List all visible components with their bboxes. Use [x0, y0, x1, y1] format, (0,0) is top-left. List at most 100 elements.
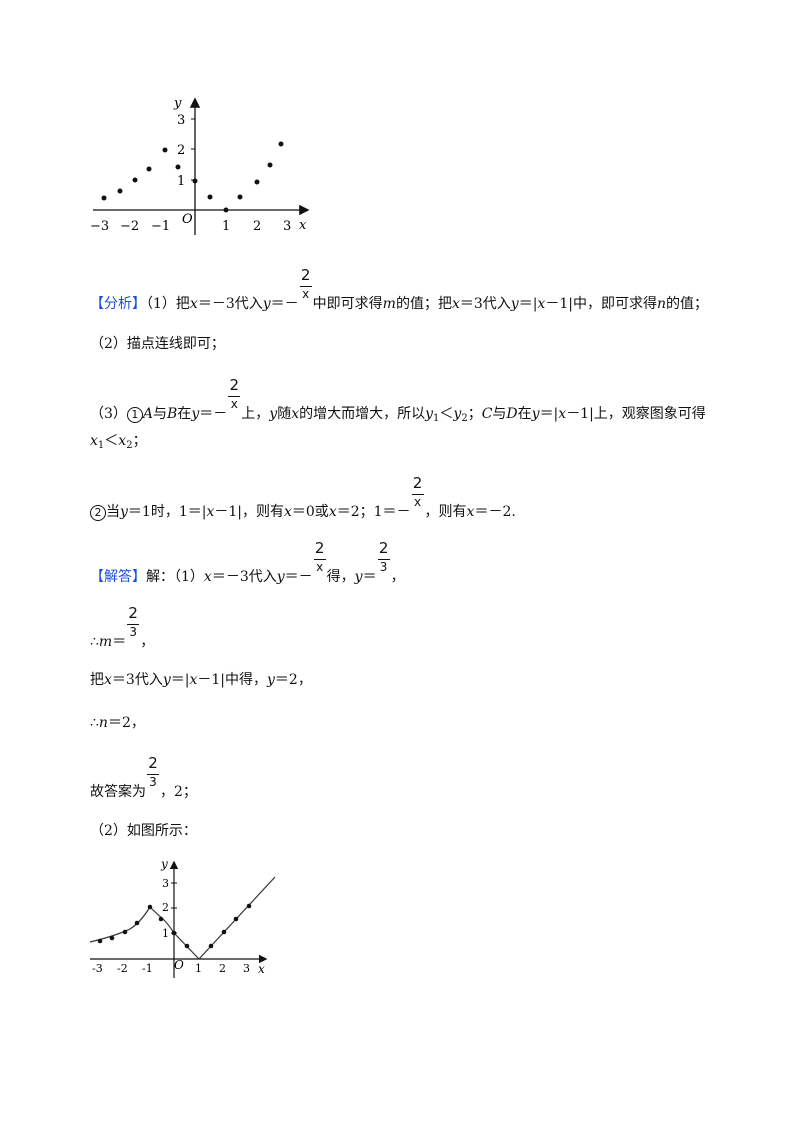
data-point: [223, 207, 229, 213]
var: C: [481, 406, 493, 422]
text: ，: [140, 634, 155, 650]
x-tick: 3: [283, 219, 291, 234]
text: ∴: [90, 634, 99, 650]
data-point: [237, 194, 243, 200]
origin-label: O: [174, 958, 184, 972]
numerator: 2: [148, 754, 158, 772]
var: x: [189, 672, 198, 688]
text: 解：（1）: [146, 569, 204, 585]
var: y: [354, 569, 363, 585]
data-point: [162, 147, 168, 153]
fraction-bar: [299, 286, 312, 287]
var: x: [189, 296, 198, 312]
denominator: x: [230, 397, 238, 411]
var: D: [506, 406, 518, 422]
fraction-bar: [228, 396, 241, 397]
var: x: [451, 296, 460, 312]
data-point: [97, 938, 103, 944]
text: ＝|: [539, 406, 559, 422]
var: x: [291, 406, 300, 422]
x-tick: 1: [222, 219, 230, 234]
text: ；: [132, 433, 147, 449]
x-axis-label: x: [258, 962, 265, 976]
var: y: [425, 406, 434, 422]
data-point: [171, 930, 177, 936]
text: 与: [153, 406, 168, 422]
y-tick: 2: [162, 901, 169, 914]
text: 的值；: [665, 296, 708, 312]
data-point: [246, 903, 252, 909]
data-point: [192, 178, 198, 184]
data-point: [132, 177, 138, 183]
var: A: [142, 406, 154, 422]
text: ＝2，: [274, 672, 312, 688]
y-tick: 2: [177, 143, 185, 158]
graph-connected: x y O -3 -2 -1 1 2 3 1 2 3: [89, 857, 276, 978]
x-tick: -3: [92, 962, 103, 975]
x-tick: −3: [90, 219, 109, 234]
text: ＝1时，1＝|: [127, 504, 207, 520]
data-point: [267, 162, 273, 168]
var: y: [191, 406, 200, 422]
var: x: [328, 504, 337, 520]
var: y: [276, 569, 285, 585]
denominator: x: [316, 560, 324, 574]
data-point: [109, 935, 115, 941]
text: ，则有: [424, 504, 467, 520]
text: ；: [467, 406, 482, 422]
subscript: 1: [433, 413, 440, 424]
var: n: [656, 296, 666, 312]
denominator: x: [413, 495, 422, 509]
analysis-line-2: （2）描点连线即可；: [90, 335, 225, 353]
y-tick: 3: [177, 113, 185, 128]
text: ∴: [90, 715, 99, 731]
denominator: x: [302, 287, 310, 301]
data-point: [175, 164, 181, 170]
var: x: [283, 504, 292, 520]
analysis-line-3b: x1＜x2；: [90, 432, 147, 451]
text: ，2；: [160, 784, 197, 800]
text: 与: [492, 406, 507, 422]
numerator: 2: [229, 376, 240, 394]
fraction-bar: [313, 559, 326, 560]
numerator: 2: [128, 604, 138, 622]
text: （3）: [90, 406, 127, 422]
circled-number: 2: [90, 505, 106, 521]
text: ＝－3代入: [197, 296, 263, 312]
var: y: [262, 296, 271, 312]
var: y: [453, 406, 462, 422]
text: （2）如图所示：: [90, 823, 197, 839]
data-point: [146, 166, 152, 172]
text: 上，: [241, 406, 270, 422]
text: 中即可求得: [312, 296, 383, 312]
origin-label: O: [182, 212, 193, 227]
data-point: [122, 929, 128, 935]
var: x: [558, 406, 567, 422]
x-tick: 1: [195, 962, 202, 975]
subscript: 2: [126, 440, 133, 451]
text: 故答案为: [90, 784, 146, 800]
var: m: [98, 634, 113, 650]
text: 把: [90, 672, 104, 688]
text: 在: [177, 406, 192, 422]
text: ＝: [112, 634, 127, 650]
text: －1|，则有: [214, 504, 284, 520]
text: ＝2；1＝－: [336, 504, 411, 520]
solution-line-3: 把x＝3代入y＝|x－1|中得，y＝2，: [90, 671, 312, 689]
var: y: [267, 672, 275, 688]
var: x: [118, 433, 127, 449]
text: 得，: [326, 569, 355, 585]
text: ＜: [104, 433, 119, 449]
text: －1|中，即可求得: [545, 296, 657, 312]
x-tick: −2: [120, 219, 139, 234]
solution-line-4: ∴n＝2，: [90, 714, 145, 732]
data-point: [158, 916, 164, 922]
